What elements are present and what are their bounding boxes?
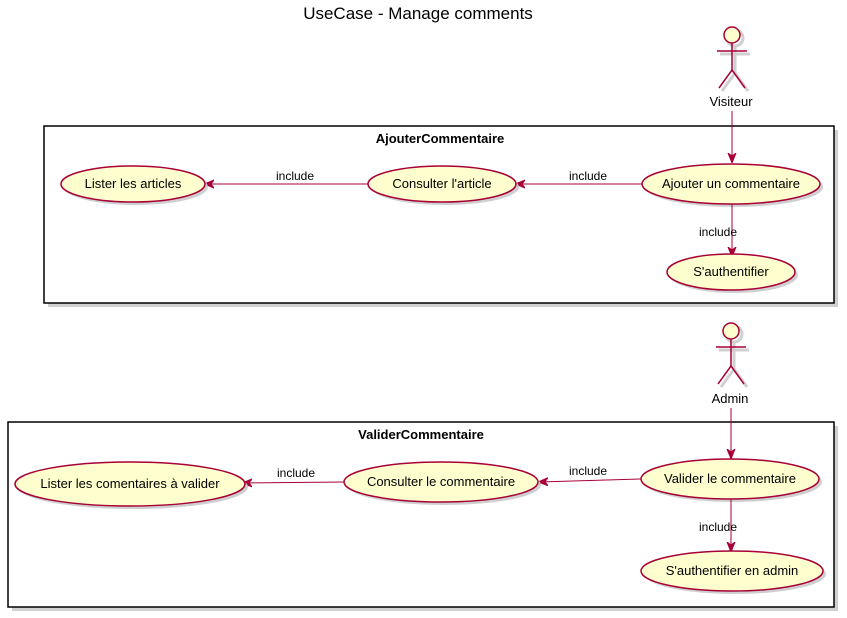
usecase-lister-articles[interactable]: Lister les articles <box>60 165 208 205</box>
package-ajouter-commentaire: AjouterCommentaire <box>43 125 838 307</box>
include-label: include <box>569 464 607 478</box>
usecase-label: Lister les comentaires à valider <box>40 476 220 491</box>
package-title: ValiderCommentaire <box>358 427 484 442</box>
usecase-valider-commentaire[interactable]: Valider le commentaire <box>640 458 822 502</box>
include-edge <box>539 479 642 482</box>
include-label: include <box>276 169 314 183</box>
usecase-label: S'authentifier <box>693 264 769 279</box>
include-label: include <box>699 520 737 534</box>
usecase-label: Consulter le commentaire <box>367 474 515 489</box>
package-title: AjouterCommentaire <box>376 131 505 146</box>
actor-label: Visiteur <box>709 94 753 109</box>
diagram-title: UseCase - Manage comments <box>303 4 533 23</box>
include-label: include <box>277 466 315 480</box>
usecase-label: Lister les articles <box>85 176 182 191</box>
include-edge <box>243 482 345 483</box>
usecase-label: Ajouter un commentaire <box>662 176 800 191</box>
usecase-authentifier-admin[interactable]: S'authentifier en admin <box>640 550 826 594</box>
actor-label: Admin <box>712 391 749 406</box>
actor-head <box>723 26 741 44</box>
usecase-consulter-commentaire[interactable]: Consulter le commentaire <box>343 461 541 505</box>
usecase-lister-comentaires[interactable]: Lister les comentaires à valider <box>14 461 248 509</box>
include-label: include <box>699 225 737 239</box>
usecase-label: Consulter l'article <box>392 176 491 191</box>
usecase-authentifier[interactable]: S'authentifier <box>666 253 798 293</box>
usecase-ajouter-commentaire[interactable]: Ajouter un commentaire <box>641 163 823 207</box>
include-label: include <box>569 169 607 183</box>
actor-head <box>722 322 740 340</box>
actor-admin[interactable]: Admin <box>712 322 749 406</box>
actor-visiteur[interactable]: Visiteur <box>709 26 753 109</box>
usecase-label: S'authentifier en admin <box>666 563 799 578</box>
usecase-label: Valider le commentaire <box>664 471 796 486</box>
usecase-consulter-article[interactable]: Consulter l'article <box>367 165 519 205</box>
